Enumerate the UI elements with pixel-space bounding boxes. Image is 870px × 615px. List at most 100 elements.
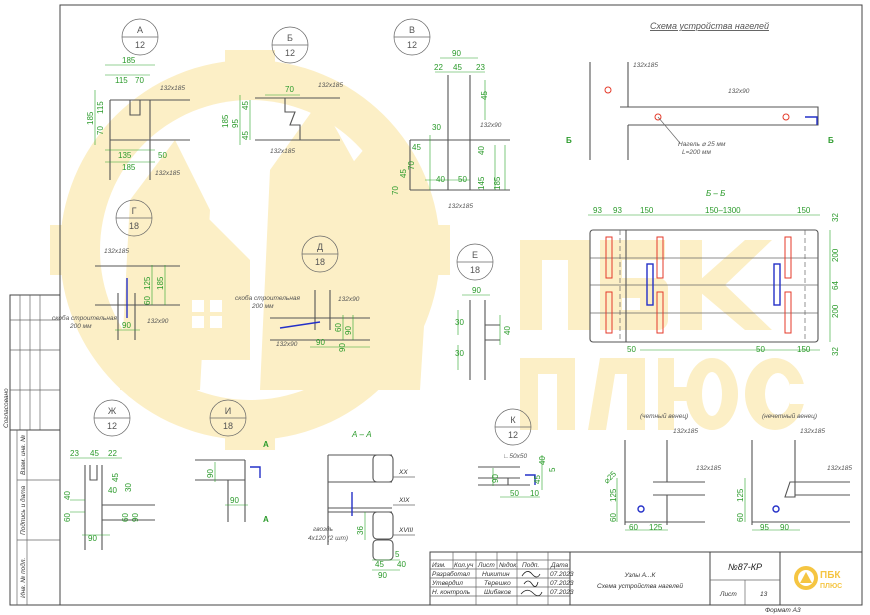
node-zh-detail: 23 45 22 45 40 30 40 60 60 90 90 [63, 449, 155, 550]
section-b-b-title: Б – Б [706, 189, 725, 198]
node-g-detail: 125 185 60 90 132x185 скоба строительная… [52, 248, 180, 340]
node-scale: 18 [129, 221, 139, 231]
node-marker-i: И18 [209, 399, 247, 437]
node-marker-k: К 12 [494, 408, 532, 446]
stamp-replaced-inv: Взам. инв. № [20, 435, 27, 475]
dimension-label: 40 [538, 456, 547, 465]
dimension-label: 40 [63, 491, 72, 500]
dowel-marker [782, 113, 790, 121]
dimension-label: 5 [548, 467, 557, 472]
node-marker-d: Д18 [301, 235, 339, 273]
section-size-label: 132x90 [276, 341, 298, 348]
node-scale: 18 [223, 421, 233, 431]
header-qty: Кол.уч [454, 562, 474, 569]
dimension-label: 90 [452, 49, 461, 58]
odd-crown-title: (нечетный венец) [762, 412, 817, 420]
side-stamp: Согласовано Взам. инв. № Подпись и дата … [3, 294, 61, 606]
dimension-label: 90 [131, 513, 140, 522]
dimension-label: 23 [70, 449, 79, 458]
dimension-label: 60 [63, 513, 72, 522]
node-letter: К [510, 415, 516, 425]
section-mark-a-bottom: А [263, 515, 269, 524]
section-size-label: 132x90 [728, 88, 750, 95]
node-k-detail: 40 5 90 45 50 10 ∟50х50 [478, 453, 557, 498]
section-b-b: Б – Б 93 93 150 150–1300 150 32 200 64 2… [588, 189, 840, 356]
logo-text-1: ПБК [820, 570, 841, 581]
dimension-label: 93 [613, 206, 622, 215]
staple-label: скоба строительная [52, 314, 118, 322]
angle-bracket [250, 466, 261, 478]
dimension-label: 10 [530, 489, 539, 498]
dimension-label: 90 [122, 321, 131, 330]
section-a-a: А – А XX XIX XVIII гвоздь 4х120 (2 шт) 3… [308, 430, 415, 580]
dimension-label: 90 [88, 534, 97, 543]
angle-bracket [805, 116, 818, 125]
node-letter: В [409, 25, 415, 35]
odd-crown-detail: (нечетный венец) 132x185 132x185 125 60 … [736, 412, 852, 532]
node-letter: Е [472, 250, 478, 260]
dimension-label: 90 [472, 286, 481, 295]
dimension-label: 200 [831, 248, 840, 262]
node-e-detail: 90 40 30 30 [455, 286, 512, 380]
stamp-signature-date: Подпись и дата [19, 485, 27, 535]
dimension-label: 125 [143, 276, 152, 290]
dimension-label: 30 [455, 318, 464, 327]
dimension-label: 90 [780, 523, 789, 532]
dimension-label: 200 [831, 304, 840, 318]
dimension-label: 40 [108, 486, 117, 495]
dimension-label: 185 [122, 163, 136, 172]
node-scale: 12 [508, 430, 518, 440]
node-marker-zh: Ж12 [93, 399, 131, 437]
dimension-label: 22 [108, 449, 117, 458]
dimension-label: 40 [397, 560, 406, 569]
node-letter: А [137, 25, 143, 35]
role-label: Н. контроль [432, 589, 471, 596]
staple-length-label: 200 мм [69, 323, 92, 330]
title-desc-nodes: Узлы А...К [624, 572, 657, 579]
node-v-detail: 90 22 45 23 45 30 40 50 40 145 185 45 70… [391, 49, 510, 210]
dowel-marker [772, 505, 780, 513]
dimension-label: 125 [609, 488, 618, 502]
dimension-label: 185 [122, 56, 136, 65]
dimension-label: 70 [407, 161, 416, 170]
watermark-lettering-line2 [520, 358, 810, 430]
section-size-label: 132x90 [480, 122, 502, 129]
section-size-label: 132x90 [147, 318, 169, 325]
dimension-label: 36 [356, 526, 365, 535]
staple-length-label: 200 мм [251, 303, 274, 310]
dowel-scheme-title: Схема устройства нагелей [650, 21, 769, 31]
node-a-detail: 185 115 70 185 115 70 135 50 185 132x185… [86, 56, 190, 180]
dimension-label: 50 [627, 345, 636, 354]
role-label: Утвердил [431, 579, 463, 587]
dimension-label: 32 [831, 347, 840, 356]
dimension-label: 32 [831, 213, 840, 222]
section-a-a-title: А – А [351, 430, 372, 439]
node-marker-e: Е18 [456, 243, 494, 281]
dimension-label: 185 [221, 114, 230, 128]
section-size-label: 132x185 [155, 170, 180, 177]
dimension-label: 60 [143, 296, 152, 305]
person-name: Шибаков [484, 588, 512, 596]
even-crown-title: (четный венец) [640, 412, 688, 420]
dimension-label: 23 [476, 63, 485, 72]
section-size-label: 132x185 [448, 203, 473, 210]
node-letter: Б [287, 33, 293, 43]
dimension-label: 70 [96, 126, 105, 135]
dimension-label: 115 [96, 101, 105, 114]
dimension-label: 45 [533, 475, 542, 484]
person-name: Никитин [482, 571, 510, 578]
dimension-label: 90 [206, 469, 215, 478]
dimension-label: 22 [434, 63, 443, 72]
title-block: Изм. Кол.уч Лист №док. Подп. Дата Разраб… [429, 551, 863, 614]
dimension-label: 45 [241, 131, 250, 140]
doc-number: №87-КР [728, 562, 762, 572]
sheet-format: Формат А3 [765, 607, 801, 614]
dimension-label: 5 [395, 550, 400, 559]
dimension-label: 90 [230, 496, 239, 505]
header-sheet: Лист [477, 562, 495, 569]
node-letter: Г [132, 206, 137, 216]
section-size-label: 132x90 [338, 296, 360, 303]
construction-staple [279, 321, 321, 329]
dimension-label: 90 [344, 326, 353, 335]
dimension-label: 45 [241, 101, 250, 110]
